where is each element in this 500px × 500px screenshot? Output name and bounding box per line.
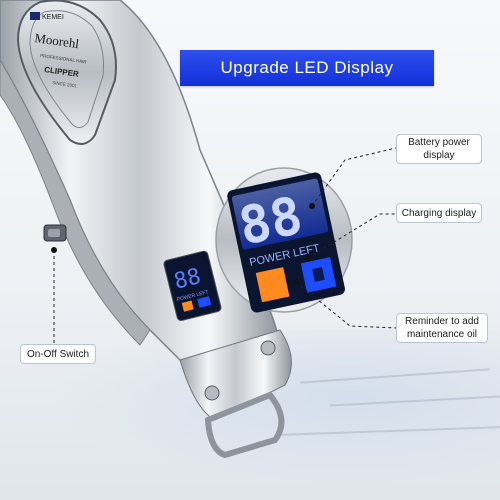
head-screw-left	[204, 385, 220, 401]
callout-on-off-switch: On-Off Switch	[20, 344, 96, 364]
leader-dot	[305, 255, 311, 261]
leader-dot	[309, 203, 315, 209]
large-lcd-digits: 88	[234, 186, 308, 258]
hanging-loop	[204, 391, 285, 459]
callout-battery-power: Battery power display	[396, 134, 482, 164]
brand-logo-text: KEMEI	[42, 14, 64, 21]
small-lcd-charge-indicator	[197, 296, 212, 308]
leader-battery	[311, 147, 397, 207]
brand-emblem-inner	[29, 10, 104, 128]
on-off-switch-knob	[48, 229, 60, 237]
small-lcd-digits: 88	[172, 264, 204, 295]
callout-battery-text: Battery power display	[408, 137, 470, 161]
callout-maintenance-oil: Reminder to add maintenance oil	[396, 313, 488, 343]
callout-charging: Charging display	[396, 203, 482, 223]
brand-tagline: PROFESSIONAL HAIR	[40, 53, 88, 65]
head-screw-right	[260, 340, 276, 356]
clipper-left-edge	[0, 59, 151, 346]
leader-dot	[293, 279, 299, 285]
brand-since: SINCE 2001	[52, 80, 78, 89]
leader-dot	[51, 247, 57, 253]
callout-charging-text: Charging display	[401, 207, 477, 219]
small-lcd-oil-indicator	[181, 300, 194, 312]
callout-oil-text: Reminder to add maintenance oil	[405, 316, 479, 340]
leader-charging	[307, 213, 396, 259]
brand-logo-mark	[30, 12, 40, 20]
banner-title-text: Upgrade LED Display	[220, 58, 394, 77]
large-lcd-oil-indicator	[255, 267, 290, 303]
brand-name: Moorehl	[34, 30, 81, 51]
callout-switch-text: On-Off Switch	[26, 348, 90, 360]
banner-title: Upgrade LED Display	[180, 50, 434, 86]
brand-emblem	[16, 0, 117, 145]
